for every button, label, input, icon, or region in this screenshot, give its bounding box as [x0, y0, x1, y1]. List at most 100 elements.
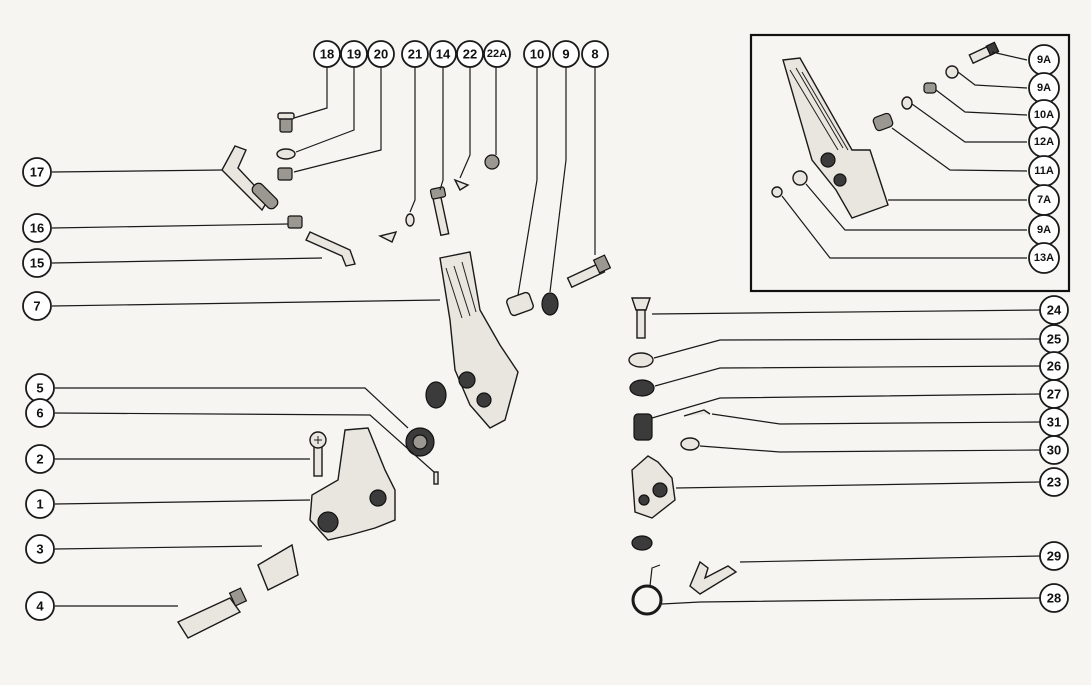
svg-text:23: 23	[1047, 475, 1061, 490]
callout-24: 24	[1039, 295, 1069, 325]
svg-text:10A: 10A	[1034, 109, 1054, 121]
svg-text:13A: 13A	[1034, 252, 1054, 264]
callout-28: 28	[1039, 583, 1069, 613]
callout-14: 14	[429, 40, 457, 68]
part-18-screw	[277, 112, 295, 133]
inset-bushing-part-11a	[872, 112, 894, 132]
svg-text:9: 9	[562, 47, 569, 62]
inset-arm-part-7a	[782, 57, 889, 219]
part-31-clip	[683, 409, 711, 417]
svg-text:1: 1	[36, 497, 43, 512]
part-23-bracket	[631, 455, 676, 519]
inset-detail-box	[749, 33, 1071, 293]
svg-text:18: 18	[320, 47, 334, 62]
part-30-washer	[680, 437, 700, 451]
callout-21: 21	[401, 40, 429, 68]
callout-31: 31	[1039, 407, 1069, 437]
svg-text:16: 16	[30, 221, 44, 236]
part-22a-nut	[484, 154, 500, 170]
svg-text:15: 15	[30, 256, 44, 271]
svg-text:25: 25	[1047, 332, 1061, 347]
svg-text:9A: 9A	[1037, 224, 1051, 236]
svg-text:6: 6	[36, 406, 43, 421]
callout-5: 5	[25, 373, 55, 403]
callout-27: 27	[1039, 379, 1069, 409]
part-28-spring-ring	[631, 564, 663, 616]
part-27-spring	[633, 413, 653, 441]
part-3-sleeve	[257, 543, 299, 591]
callout-11a: 11A	[1028, 155, 1060, 187]
svg-text:3: 3	[36, 542, 43, 557]
svg-text:29: 29	[1047, 549, 1061, 564]
part-4-shaft	[176, 587, 248, 639]
callout-30: 30	[1039, 435, 1069, 465]
callout-20: 20	[367, 40, 395, 68]
callout-23: 23	[1039, 467, 1069, 497]
callout-15: 15	[22, 248, 52, 278]
inset-washer-part-9a-low	[792, 170, 808, 186]
part-22-clip	[453, 178, 470, 192]
callout-19: 19	[340, 40, 368, 68]
part-15-rod	[305, 231, 356, 267]
part-lower-washer	[631, 535, 653, 551]
part-26-bearing	[629, 379, 655, 397]
part-14-screw	[429, 186, 450, 237]
part-29-spring-wire	[689, 560, 738, 595]
svg-text:9A: 9A	[1037, 82, 1051, 94]
svg-text:7A: 7A	[1037, 194, 1051, 206]
svg-text:7: 7	[33, 299, 40, 314]
svg-text:28: 28	[1047, 591, 1061, 606]
callout-4: 4	[25, 591, 55, 621]
inset-washer-part-9a	[945, 65, 959, 79]
callout-10a: 10A	[1028, 99, 1060, 131]
callout-25: 25	[1039, 324, 1069, 354]
svg-text:30: 30	[1047, 443, 1061, 458]
callout-3: 3	[25, 534, 55, 564]
svg-text:10: 10	[530, 47, 544, 62]
callout-1: 1	[25, 489, 55, 519]
callout-12a: 12A	[1028, 126, 1060, 158]
callout-22: 22	[456, 40, 484, 68]
callout-8: 8	[581, 40, 609, 68]
callout-6: 6	[25, 398, 55, 428]
part-25-washer	[628, 352, 654, 368]
part-2-screw	[309, 431, 327, 477]
callout-9: 9	[552, 40, 580, 68]
part-seal	[425, 381, 447, 409]
svg-text:4: 4	[36, 599, 44, 614]
svg-text:12A: 12A	[1034, 136, 1054, 148]
svg-text:5: 5	[36, 381, 43, 396]
callout-29: 29	[1039, 541, 1069, 571]
callout-13a: 13A	[1028, 242, 1060, 274]
part-19-washer	[276, 148, 296, 160]
svg-text:22: 22	[463, 47, 477, 62]
callout-17: 17	[22, 157, 52, 187]
part-17-handle	[221, 145, 279, 212]
svg-text:24: 24	[1047, 303, 1062, 318]
callout-9a-top: 9A	[1028, 44, 1060, 76]
callout-18: 18	[313, 40, 341, 68]
part-8-bolt	[566, 254, 612, 289]
part-9-washer	[541, 292, 559, 316]
callout-9a-second: 9A	[1028, 72, 1060, 104]
svg-text:8: 8	[591, 47, 598, 62]
svg-text:14: 14	[436, 47, 451, 62]
part-7-arm	[439, 251, 519, 429]
part-1-housing	[309, 427, 396, 541]
svg-text:11A: 11A	[1034, 165, 1054, 177]
svg-text:19: 19	[347, 47, 361, 62]
part-20-nut	[277, 167, 293, 181]
svg-text:22A: 22A	[487, 48, 507, 60]
inset-bolt-part-9a	[968, 41, 1000, 65]
inset-ring-part-13a	[771, 186, 783, 198]
callout-2: 2	[25, 444, 55, 474]
svg-text:31: 31	[1047, 415, 1061, 430]
part-clip-small	[377, 230, 398, 243]
svg-text:21: 21	[408, 47, 422, 62]
callout-26: 26	[1039, 351, 1069, 381]
part-21-ring	[405, 213, 415, 227]
inset-ring-part-12a	[901, 96, 913, 110]
callout-10: 10	[523, 40, 551, 68]
svg-text:26: 26	[1047, 359, 1061, 374]
part-24-bolt	[631, 297, 651, 339]
